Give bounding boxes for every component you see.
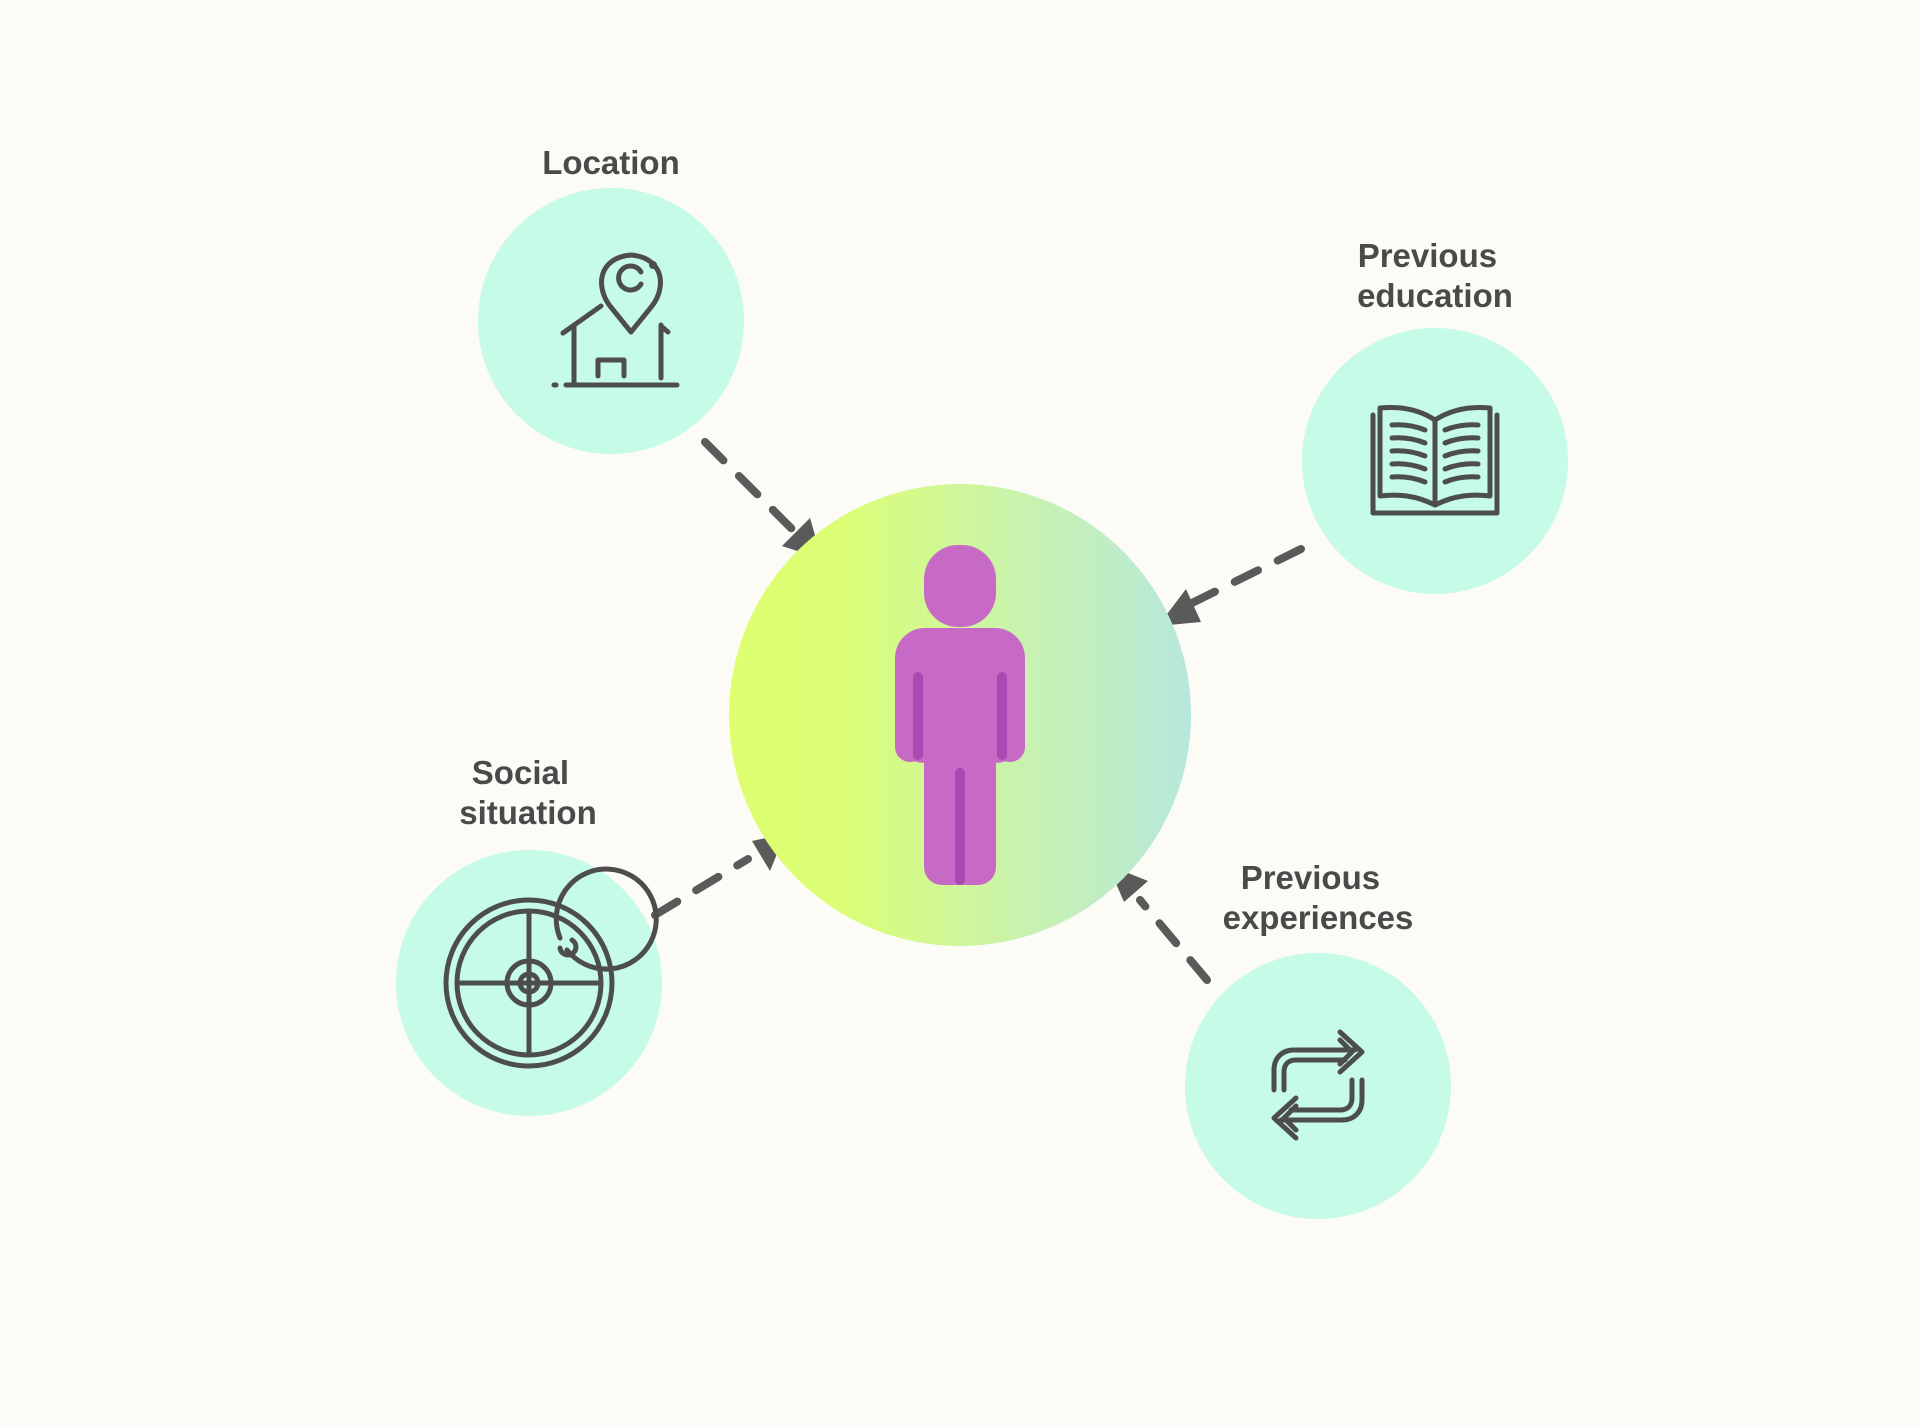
previous-education-label: Previous education <box>1357 237 1513 314</box>
factor-previous-experiences: Previous experiences <box>1185 859 1451 1219</box>
center-node <box>729 484 1191 946</box>
factor-social-situation: Social situation <box>396 754 662 1116</box>
location-label: Location <box>542 144 680 181</box>
house-location-pin-icon <box>551 252 680 388</box>
arrow-social-to-center <box>651 834 785 919</box>
factor-location: Location <box>478 144 744 454</box>
location-circle <box>478 188 744 454</box>
arrow-education-to-center <box>1158 545 1305 626</box>
previous-experiences-label: Previous experiences <box>1223 859 1414 936</box>
radar-icon <box>443 866 659 1069</box>
social-situation-label: Social situation <box>459 754 597 831</box>
arrow-location-to-center <box>701 438 822 559</box>
arrow-experiences-to-center <box>1108 865 1211 984</box>
repeat-arrows-icon <box>1271 1029 1365 1141</box>
previous-experiences-circle <box>1185 953 1451 1219</box>
person-icon <box>895 545 1025 885</box>
factor-previous-education: Previous education <box>1302 237 1568 594</box>
open-book-icon <box>1370 404 1500 516</box>
